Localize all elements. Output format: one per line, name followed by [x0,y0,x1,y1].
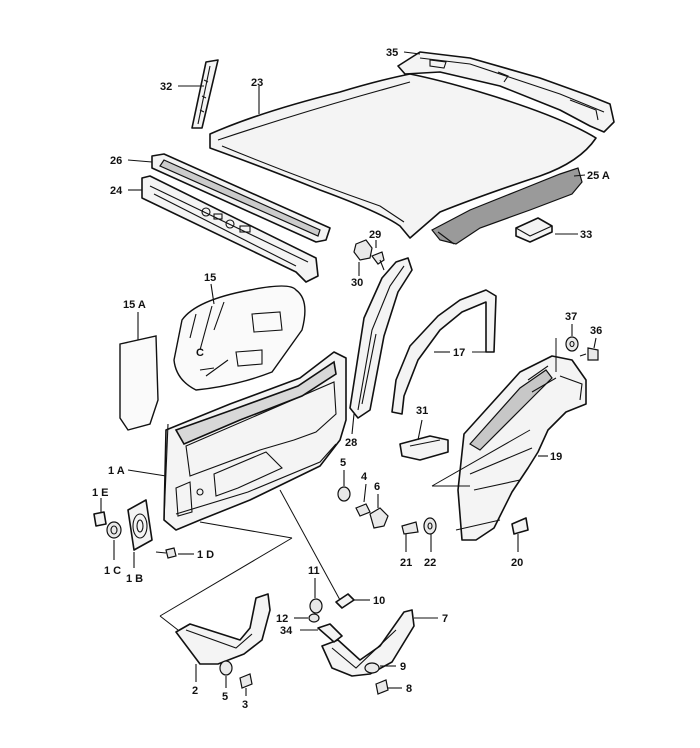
sill-trim-7 [321,609,415,677]
label-9: 9 [400,661,406,673]
label-2: 2 [192,685,198,697]
pull-handle-31 [399,435,449,461]
sill-trim-2 [175,593,271,665]
leader-lines [100,51,597,696]
label-36: 36 [590,325,602,337]
washer-9 [364,662,380,674]
cap-1C [106,521,122,539]
label-11: 11 [308,565,320,577]
label-23: 23 [251,77,263,89]
screw-3 [239,673,253,689]
label-1B: 1 B [126,573,143,585]
label-1A: 1 A [108,465,125,477]
part-labels: 35 32 23 26 24 25 A 29 30 33 15 15 A 17 … [92,47,610,711]
label-8: 8 [406,683,412,695]
label-10: 10 [373,595,385,607]
svg-text:C: C [196,347,204,359]
stop-bumper-30 [353,239,385,271]
quarter-trim-19 [457,355,587,541]
clip-5-upper [337,486,351,502]
label-24: 24 [110,185,123,197]
label-35: 35 [386,47,398,59]
label-26: 26 [110,155,122,167]
headliner-23 [209,73,597,239]
label-17: 17 [453,347,465,359]
screw-1D [155,547,177,559]
label-22: 22 [424,557,436,569]
label-32: 32 [160,81,172,93]
speaker-grille-1B [127,499,153,551]
label-5-lower: 5 [222,691,228,703]
label-29: 29 [369,229,381,241]
label-12: 12 [276,613,288,625]
trim-strip-32 [191,59,219,129]
bracket-34 [317,623,343,643]
quarter-glass-15A [119,335,159,431]
screw-8 [375,679,389,695]
label-3: 3 [242,699,248,711]
nut-6 [369,507,389,529]
label-1E: 1 E [92,487,109,499]
label-37: 37 [565,311,577,323]
pillar-trim-25A [431,167,583,245]
label-6: 6 [374,481,380,493]
clip-5-lower [219,660,233,676]
clip-10 [335,593,355,609]
washer-22 [423,517,437,535]
screw-21 [401,521,419,535]
label-1C: 1 C [104,565,121,577]
label-4: 4 [361,471,368,483]
roof-rail-24 [141,175,319,283]
label-30: 30 [351,277,363,289]
label-31: 31 [416,405,428,417]
label-34: 34 [280,625,293,637]
roof-rear-trim-35 [397,51,615,133]
pillar-seal-28 [349,257,413,419]
door-trim-panel-1A [163,351,347,531]
label-15: 15 [204,272,216,284]
label-20: 20 [511,557,523,569]
label-21: 21 [400,557,412,569]
door-glass-15: C [173,285,306,391]
label-15A: 15 A [123,299,146,311]
cover-1E [93,511,107,527]
label-28: 28 [345,437,357,449]
screw-36 [579,347,599,361]
label-1D: 1 D [197,549,214,561]
label-7: 7 [442,613,448,625]
screw-4 [355,503,371,517]
label-19: 19 [550,451,562,463]
label-33: 33 [580,229,592,241]
label-25A: 25 A [587,170,610,182]
clip-11-12 [308,598,323,623]
clip-33 [515,217,553,243]
roof-rail-26 [151,153,331,243]
label-5-upper: 5 [340,457,346,469]
bracket-20 [511,517,529,535]
washer-37 [565,336,579,352]
